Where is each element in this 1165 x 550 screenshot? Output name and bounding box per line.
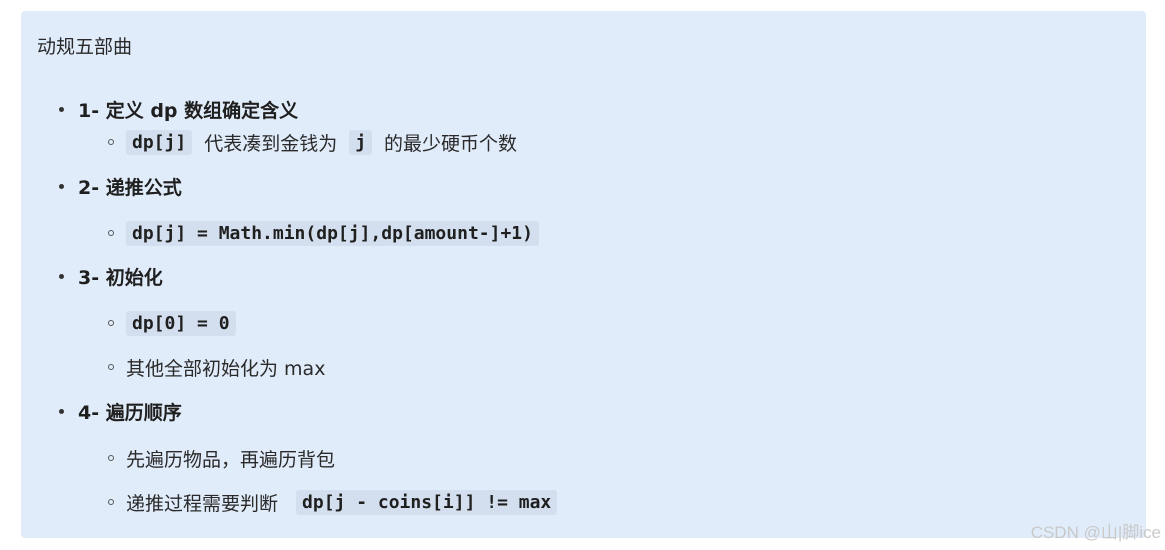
step-3: 3- 初始化 — [59, 261, 163, 291]
step-4-item-2: 递推过程需要判断 dp[j - coins[i]] != max — [108, 487, 558, 517]
bullet-dot-icon — [59, 106, 64, 112]
inline-code: dp[j - coins[i]] != max — [296, 489, 558, 515]
item-text: 其他全部初始化为 max — [126, 357, 326, 380]
note-title: 动规五部曲 — [37, 36, 133, 58]
watermark: CSDN @山|脚ice — [1030, 523, 1161, 542]
circle-bullet-icon — [108, 320, 114, 326]
item-text: 递推过程需要判断 — [126, 492, 279, 515]
step-3-item-2: 其他全部初始化为 max — [108, 352, 325, 382]
step-1-item-1: dp[j] 代表凑到金钱为 j 的最少硬币个数 — [108, 127, 517, 157]
inline-code: j — [349, 129, 373, 155]
step-2-label: 2- 递推公式 — [78, 176, 182, 199]
step-2: 2- 递推公式 — [59, 171, 182, 201]
item-text: 代表凑到金钱为 — [204, 132, 338, 155]
item-text: 的最少硬币个数 — [384, 132, 518, 155]
step-3-label: 3- 初始化 — [78, 266, 163, 289]
step-1: 1- 定义 dp 数组确定含义 — [59, 94, 298, 124]
item-text: 先遍历物品，再遍历背包 — [126, 448, 336, 471]
note-box: 动规五部曲 1- 定义 dp 数组确定含义 dp[j] 代表凑到金钱为 j 的最… — [21, 11, 1146, 538]
step-2-item-1: dp[j] = Math.min(dp[j],dp[amount-]+1) — [108, 218, 539, 248]
step-4-item-1: 先遍历物品，再遍历背包 — [108, 443, 335, 473]
circle-bullet-icon — [108, 499, 114, 505]
step-1-label: 1- 定义 dp 数组确定含义 — [78, 99, 299, 122]
circle-bullet-icon — [108, 139, 114, 145]
step-4: 4- 遍历顺序 — [59, 396, 182, 426]
circle-bullet-icon — [108, 455, 114, 461]
bullet-dot-icon — [59, 408, 64, 414]
step-4-label: 4- 遍历顺序 — [78, 401, 182, 424]
inline-code: dp[j] = Math.min(dp[j],dp[amount-]+1) — [126, 220, 539, 246]
circle-bullet-icon — [108, 364, 114, 370]
step-3-item-1: dp[0] = 0 — [108, 308, 236, 338]
bullet-dot-icon — [59, 273, 64, 279]
bullet-dot-icon — [59, 183, 64, 189]
circle-bullet-icon — [108, 230, 114, 236]
inline-code: dp[0] = 0 — [126, 310, 236, 336]
inline-code: dp[j] — [126, 129, 193, 155]
